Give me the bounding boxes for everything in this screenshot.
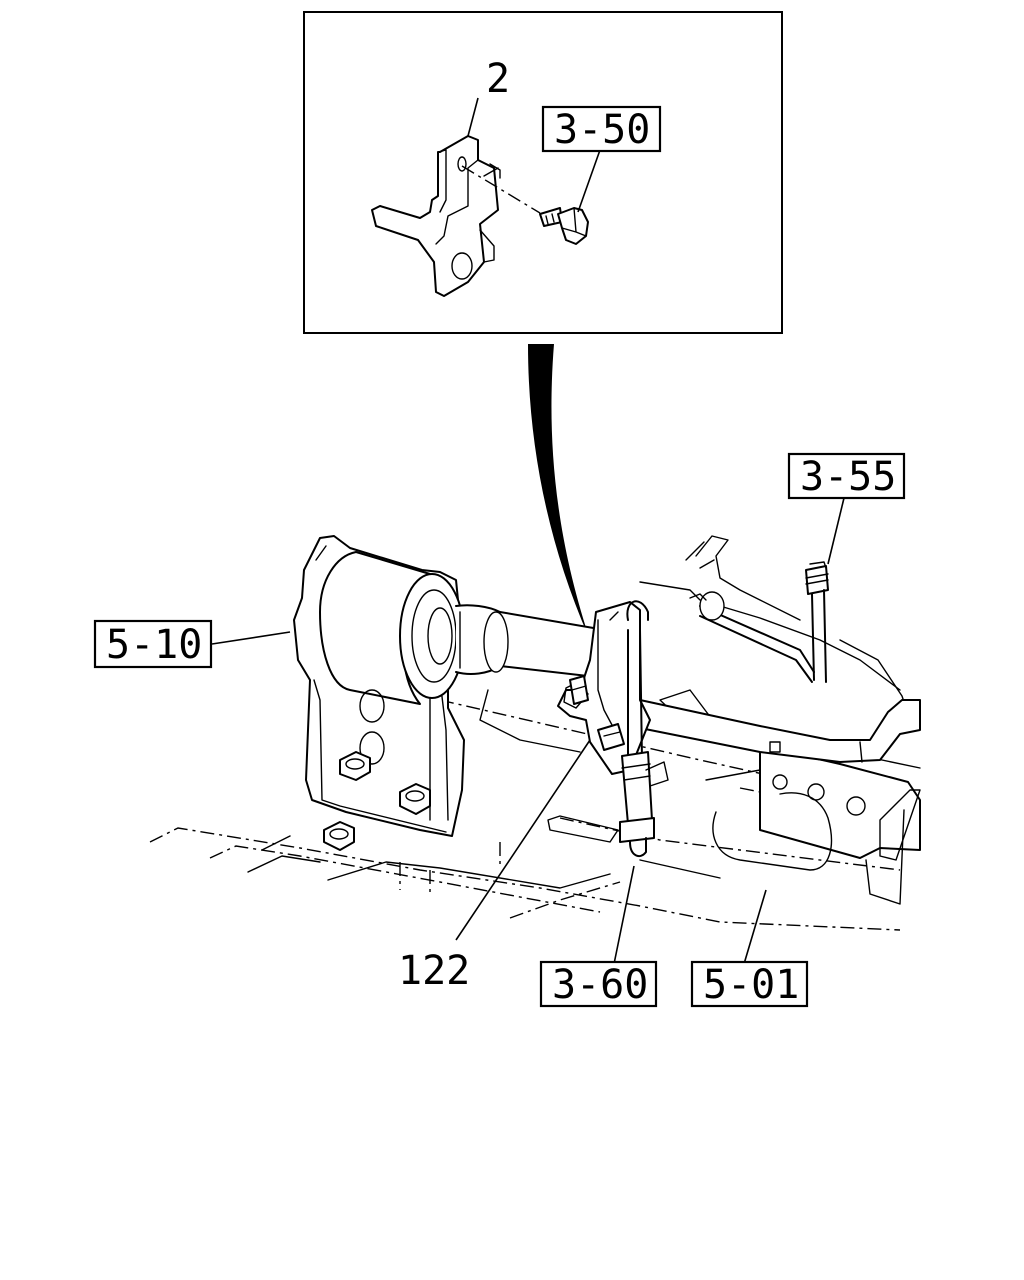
frame-nut	[323, 821, 355, 851]
leader-5-10	[211, 631, 291, 645]
pipe-3-60	[547, 600, 669, 858]
inset-detail: 2 3-50	[303, 11, 783, 334]
mount-nut-left	[339, 751, 371, 781]
label-3-50: 3-50	[554, 107, 650, 153]
callout-3-60: 3-60	[539, 960, 658, 1008]
bracket-part-2	[371, 135, 501, 297]
inset-frame	[303, 11, 783, 334]
label-3-55: 3-55	[800, 454, 896, 500]
callout-3-55: 3-55	[787, 452, 906, 500]
crossmember	[639, 535, 921, 905]
mount-5-10	[293, 535, 465, 851]
leader-3-60	[613, 865, 635, 965]
pipe-3-55	[689, 561, 829, 683]
callout-3-50: 3-50	[541, 105, 662, 153]
detail-pointer	[528, 344, 590, 640]
callout-5-01: 5-01	[690, 960, 809, 1008]
label-5-10: 5-10	[106, 622, 202, 668]
bolt-3-50	[539, 207, 589, 245]
leader-5-01	[743, 889, 767, 965]
leader-2	[467, 97, 479, 137]
stabilizer-bar	[639, 699, 921, 763]
frame-rails	[149, 689, 901, 931]
main-assembly: 3-55 5-10 122 3-60 5-01	[93, 452, 921, 1008]
label-3-60: 3-60	[552, 962, 648, 1008]
label-5-01: 5-01	[703, 962, 799, 1008]
label-part-2: 2	[486, 56, 510, 102]
leader-3-50	[577, 149, 601, 213]
callout-5-10: 5-10	[93, 619, 213, 669]
leader-122	[455, 739, 591, 941]
mount-nut-right	[399, 783, 431, 815]
leader-3-55	[827, 497, 845, 565]
label-part-122: 122	[398, 948, 470, 994]
